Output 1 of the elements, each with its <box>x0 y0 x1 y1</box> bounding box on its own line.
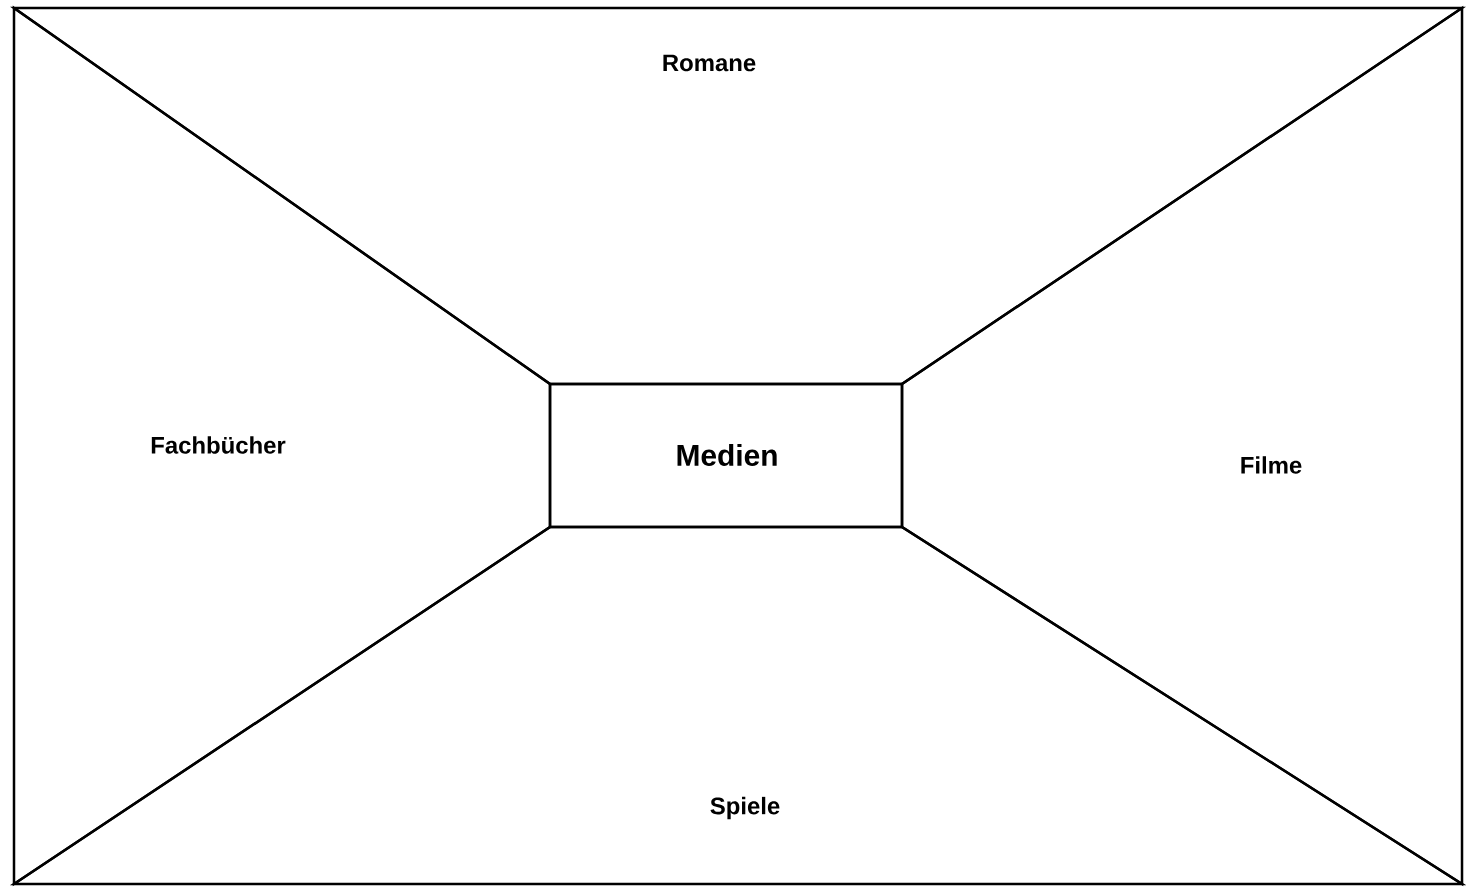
center-box: Medien <box>548 382 904 529</box>
